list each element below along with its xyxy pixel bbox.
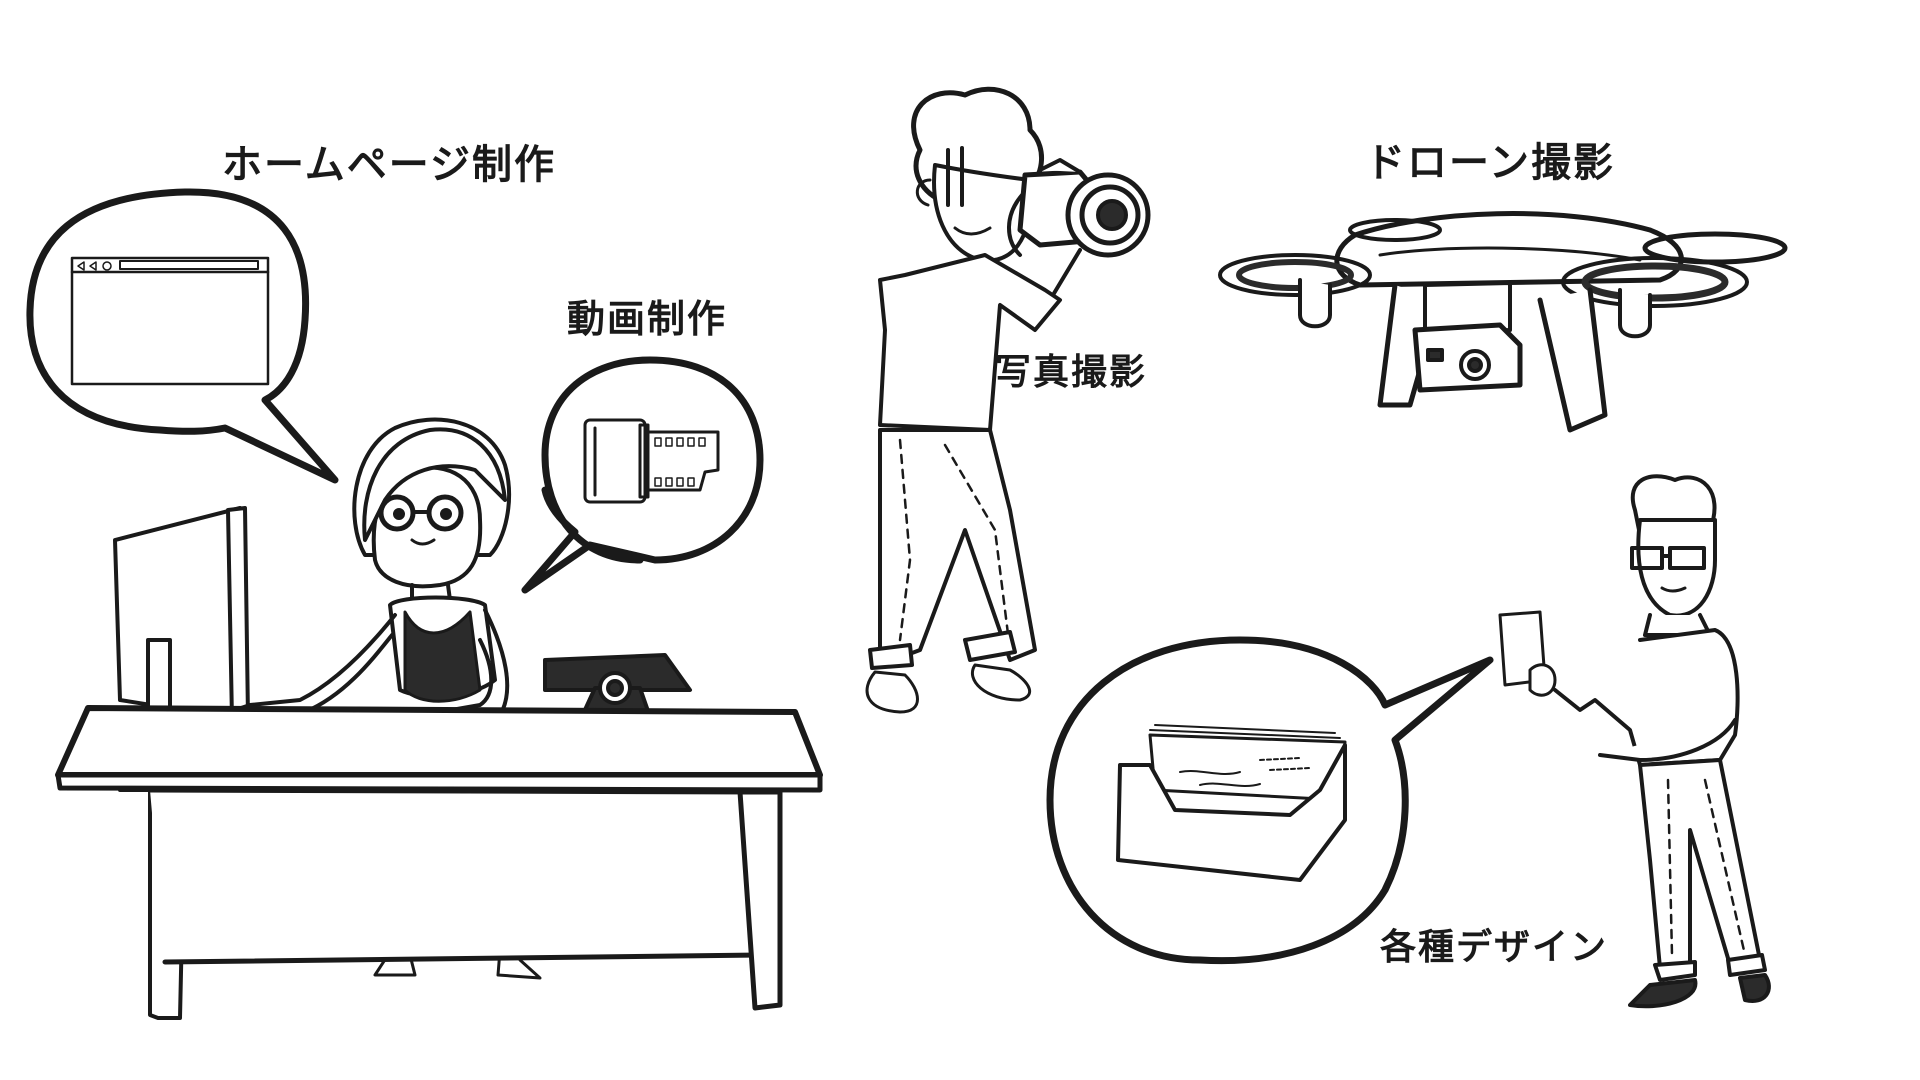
card-holder-icon: [1116, 724, 1347, 882]
drone-camera: [1412, 322, 1523, 393]
website-speech-bubble: [26, 188, 339, 484]
woman-figure: [248, 417, 542, 980]
video-speech-bubble: [521, 356, 764, 594]
desk: [55, 705, 823, 1020]
photography-label: 写真撮影: [995, 352, 1148, 393]
film-roll-icon: [583, 418, 720, 504]
designer-figure: [1498, 474, 1771, 1009]
design-speech-bubble: [1046, 636, 1494, 965]
camera: [1017, 158, 1151, 258]
browser-window-icon: [70, 256, 270, 386]
drone-figure: [1218, 211, 1788, 433]
drone-photography-label: ドローン撮影: [1365, 140, 1615, 186]
various-design-label: 各種デザイン: [1380, 927, 1609, 968]
homepage-production-label: ホームページ制作: [222, 142, 556, 188]
video-production-label: 動画制作: [567, 297, 728, 341]
photographer-figure: [865, 86, 1151, 714]
